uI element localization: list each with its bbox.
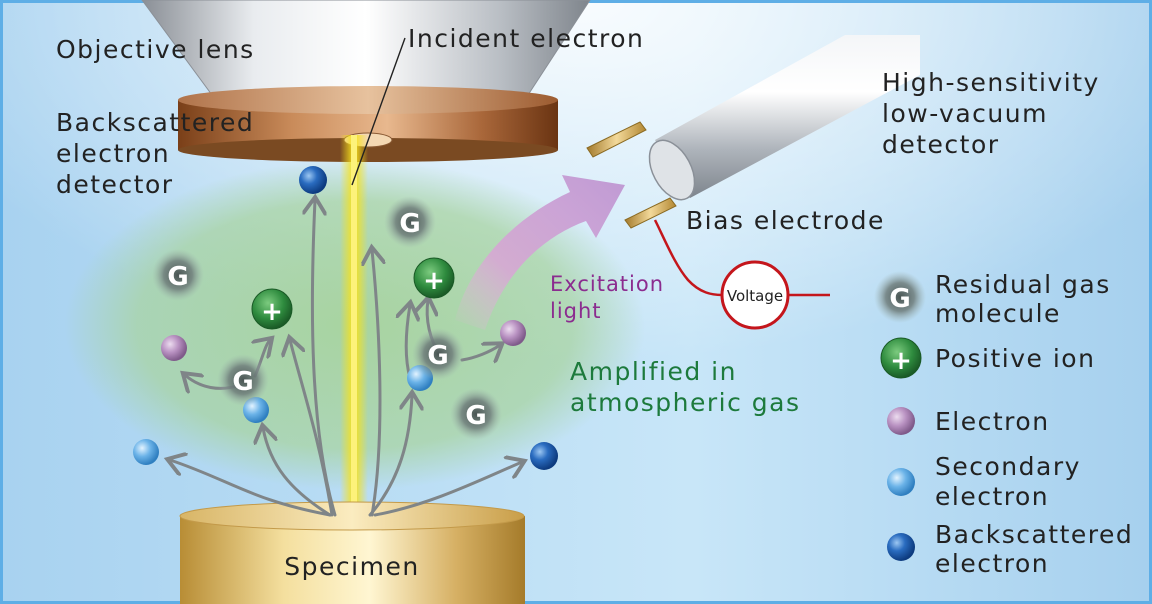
excitation-light-label-line2: light bbox=[550, 299, 602, 323]
legend-backscattered-label-line2: electron bbox=[935, 549, 1049, 578]
svg-text:G: G bbox=[399, 209, 420, 239]
svg-text:G: G bbox=[427, 341, 448, 371]
bias-electrode-lower bbox=[624, 197, 677, 229]
trajectory-left-ion bbox=[290, 340, 334, 517]
electron-particle bbox=[161, 335, 187, 361]
amplified-label-line2: atmospheric gas bbox=[570, 388, 801, 417]
trajectory-gas-to-electron bbox=[460, 345, 500, 360]
legend-gas-symbol bbox=[874, 271, 926, 323]
voltage-source bbox=[720, 260, 790, 330]
voltage-label: Voltage bbox=[727, 287, 783, 305]
svg-text:+: + bbox=[261, 297, 283, 327]
objective-lens-label: Objective lens bbox=[56, 35, 255, 64]
bse-detector-label-line2: electron bbox=[56, 139, 170, 168]
legend-gas-label-line2: molecule bbox=[935, 299, 1061, 328]
secondary-electron-particle bbox=[133, 439, 159, 465]
incident-beam-core bbox=[351, 135, 357, 520]
legend-backscattered-symbol bbox=[887, 533, 915, 561]
backscattered-electron-particle bbox=[299, 166, 327, 194]
trajectory-right-bse bbox=[373, 462, 522, 517]
legend-electron: Electron bbox=[887, 407, 1050, 436]
trajectory-right-up bbox=[372, 250, 380, 517]
legend-ion-symbol bbox=[880, 337, 922, 379]
electron-particle bbox=[500, 320, 526, 346]
legend-secondary-label-line2: electron bbox=[935, 482, 1049, 511]
positive-ion: + bbox=[251, 288, 293, 330]
particles: + + G G G G G bbox=[133, 166, 558, 470]
gas-molecule: G bbox=[384, 196, 436, 248]
legend-secondary-symbol bbox=[887, 468, 915, 496]
legend-electron-symbol bbox=[887, 407, 915, 435]
svg-text:G: G bbox=[465, 401, 486, 431]
lv-detector-label-line1: High-sensitivity bbox=[882, 68, 1100, 97]
incident-electron-leader bbox=[351, 37, 406, 186]
legend-ion-label: Positive ion bbox=[935, 344, 1095, 373]
excitation-arrow bbox=[455, 175, 625, 330]
incident-electron-label: Incident electron bbox=[408, 24, 644, 53]
legend-backscattered-label-line1: Backscattered bbox=[935, 520, 1133, 549]
voltage-wire-left bbox=[653, 219, 723, 297]
legend-gas: G Residual gas molecule bbox=[874, 270, 1111, 328]
gas-molecule: G bbox=[217, 354, 269, 406]
bse-detector-label-line3: detector bbox=[56, 170, 174, 199]
svg-text:G: G bbox=[889, 284, 910, 314]
trajectory-left-secondary bbox=[170, 460, 332, 517]
svg-text:G: G bbox=[232, 367, 253, 397]
backscattered-electron-particle bbox=[530, 442, 558, 470]
legend-ion: + Positive ion bbox=[880, 337, 1095, 379]
positive-ion: + bbox=[413, 257, 455, 299]
bias-electrode-label: Bias electrode bbox=[686, 206, 885, 235]
svg-text:G: G bbox=[167, 262, 188, 292]
svg-text:+: + bbox=[423, 266, 445, 296]
legend-electron-label: Electron bbox=[935, 407, 1050, 436]
svg-text:+: + bbox=[890, 346, 912, 376]
amplified-label-line1: Amplified in bbox=[570, 357, 737, 386]
specimen bbox=[179, 501, 525, 604]
gas-molecule: G bbox=[450, 388, 502, 440]
low-vacuum-detector bbox=[648, 35, 920, 201]
trajectory-left-mid bbox=[263, 428, 332, 517]
specimen-label: Specimen bbox=[284, 552, 419, 581]
legend-backscattered: Backscattered electron bbox=[887, 520, 1133, 578]
legend-secondary-label-line1: Secondary bbox=[935, 452, 1081, 481]
lv-detector-label-line2: low-vacuum bbox=[882, 99, 1048, 128]
legend: G Residual gas molecule + Positive ion E… bbox=[874, 270, 1133, 578]
gas-molecule: G bbox=[152, 249, 204, 301]
trajectories bbox=[170, 200, 522, 517]
bias-electrode-upper bbox=[586, 121, 647, 158]
legend-secondary: Secondary electron bbox=[887, 452, 1081, 511]
trajectory-right-secondary bbox=[368, 395, 412, 517]
legend-gas-label-line1: Residual gas bbox=[935, 270, 1111, 299]
gas-molecule: G bbox=[412, 328, 464, 380]
lv-detector-label-line3: detector bbox=[882, 130, 1000, 159]
bse-detector-label-line1: Backscattered bbox=[56, 108, 254, 137]
excitation-light-label-line1: Excitation bbox=[550, 272, 664, 296]
